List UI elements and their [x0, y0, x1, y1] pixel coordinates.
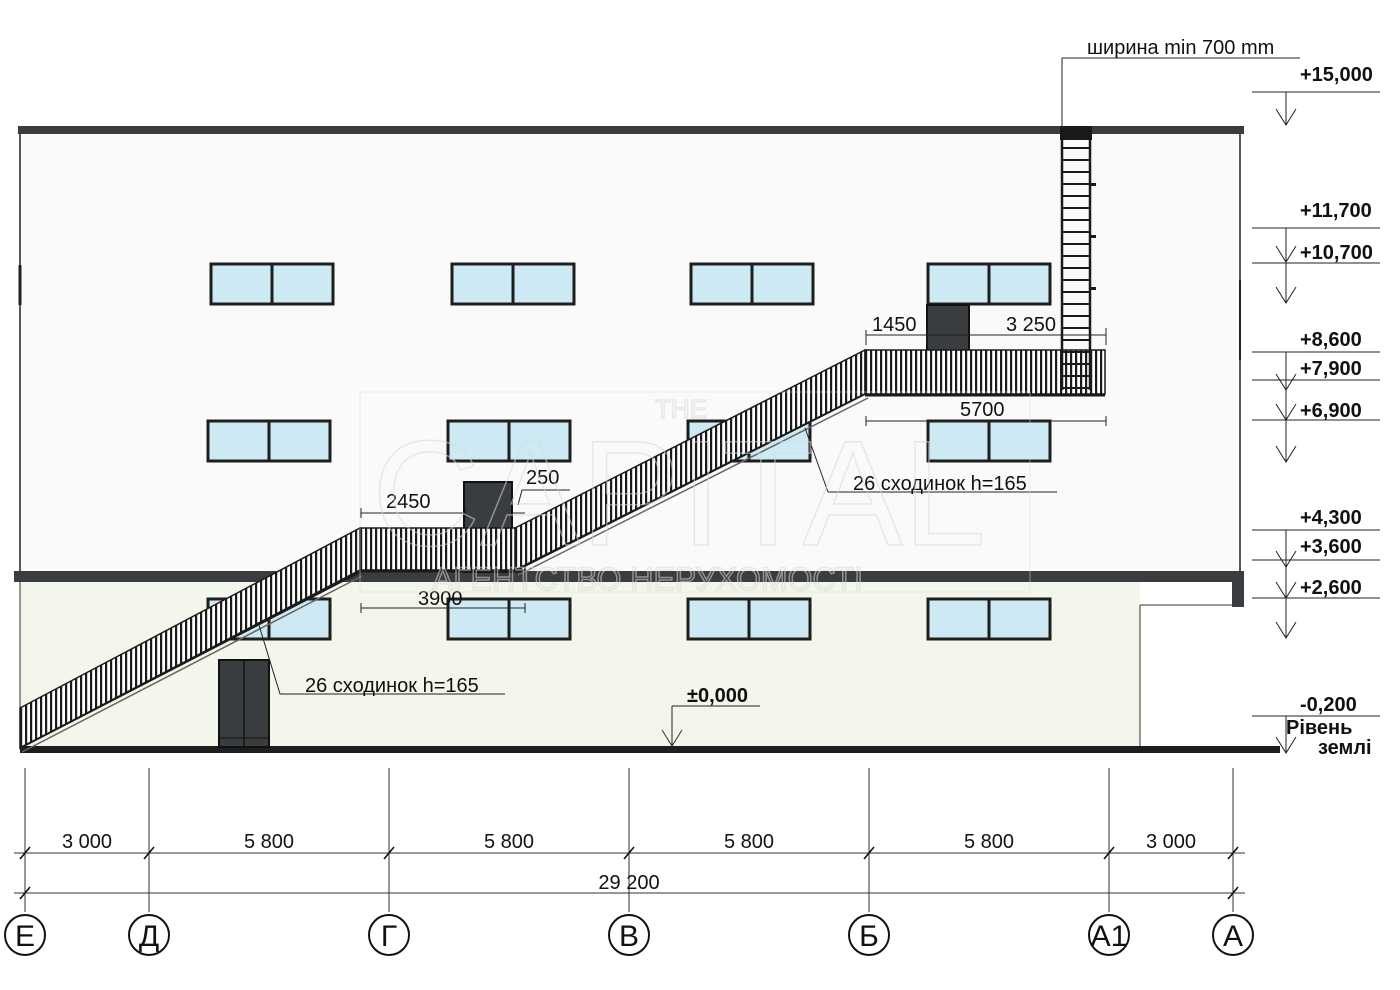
- bay-dimension: 5 800: [964, 831, 1014, 853]
- axis-label: Е: [15, 920, 35, 953]
- dim-1450: 1450: [872, 314, 917, 336]
- level-marks: +15,000 +11,700 +10,700 +8,600 +7,900 +6,900 +…: [1252, 64, 1380, 754]
- recess: [1140, 605, 1240, 748]
- dim-2450: 2450: [386, 491, 431, 513]
- level-mark: +2,600: [1252, 577, 1380, 639]
- watermark: THE CAPITAL АГЕНТСТВО НЕРУХОМОСТІ: [359, 391, 1031, 598]
- window: [689, 262, 815, 306]
- level-label: +11,700: [1300, 200, 1372, 222]
- window: [450, 262, 576, 306]
- level-mark: +10,700: [1252, 242, 1380, 304]
- bay-dimension: 3 000: [1146, 831, 1196, 853]
- axis-bubble: [1212, 914, 1254, 956]
- ground-line: [20, 746, 1280, 753]
- window: [206, 419, 332, 463]
- level-mark: +11,700: [1252, 200, 1380, 263]
- window: [446, 597, 572, 641]
- level-label: -0,200: [1300, 694, 1357, 716]
- dim-5700: 5700: [960, 399, 1005, 421]
- ladder-width-label: ширина min 700 mm: [1087, 37, 1274, 59]
- bay-dimension: 5 800: [244, 831, 294, 853]
- axis-bubble: [368, 914, 410, 956]
- steps-upper-label: 26 сходинок h=165: [853, 473, 1027, 495]
- level-label: +10,700: [1300, 242, 1373, 264]
- roof-ladder: [1060, 126, 1096, 390]
- axis-bubble: [1088, 914, 1130, 956]
- dim-3900: 3900: [418, 588, 463, 610]
- axis-bubble: [608, 914, 650, 956]
- level-label: +7,900: [1300, 358, 1362, 380]
- upper-flight-stringer: [514, 393, 866, 572]
- svg-text:АГЕНТСТВО НЕРУХОМОСТІ: АГЕНТСТВО НЕРУХОМОСТІ: [432, 561, 863, 597]
- window: [926, 262, 1052, 306]
- floor-slab: [14, 571, 1244, 582]
- ground-label-line2: землі: [1318, 737, 1372, 759]
- window: [209, 262, 335, 306]
- svg-text:THE: THE: [655, 394, 707, 424]
- axis-label: Б: [859, 920, 879, 953]
- ground-label-line1: Рівень: [1286, 717, 1352, 739]
- axis-bubble: [848, 914, 890, 956]
- level-label: +2,600: [1300, 577, 1362, 599]
- axis-label: А: [1223, 920, 1243, 953]
- axis-label: Г: [381, 920, 397, 953]
- roof-parapet: [18, 126, 1244, 134]
- level-label: +15,000: [1300, 64, 1373, 86]
- axis-label: А1: [1091, 920, 1128, 953]
- axis-bubble: [4, 914, 46, 956]
- dim-250: 250: [526, 467, 559, 489]
- level-label: +4,300: [1300, 507, 1362, 529]
- lower-flight-stringer: [19, 571, 361, 749]
- window-group: [206, 262, 1052, 641]
- dim-3250: 3 250: [1006, 314, 1056, 336]
- axis-label: Д: [139, 920, 159, 953]
- level-mark: -0,200: [1252, 694, 1380, 754]
- level-label: +8,600: [1300, 329, 1362, 351]
- steps-lower-label: 26 сходинок h=165: [305, 675, 479, 697]
- bay-dimension: 5 800: [484, 831, 534, 853]
- slab-edge: [1232, 575, 1244, 607]
- axis-bubble: [128, 914, 170, 956]
- level-mark: +15,000: [1252, 64, 1380, 126]
- window: [446, 419, 572, 463]
- level-label: +3,600: [1300, 536, 1362, 558]
- level-zero-label: ±0,000: [687, 685, 748, 707]
- window: [686, 597, 812, 641]
- axis-label: В: [619, 920, 639, 953]
- bay-dimension: 3 000: [62, 831, 112, 853]
- level-label: +6,900: [1300, 400, 1362, 422]
- total-dimension: 29 200: [598, 872, 659, 894]
- svg-text:CAPITAL: CAPITAL: [372, 409, 986, 577]
- level-mark: +6,900: [1252, 400, 1380, 463]
- stair-dimensions: [257, 57, 1300, 747]
- window: [926, 597, 1052, 641]
- bay-dimension: 5 800: [724, 831, 774, 853]
